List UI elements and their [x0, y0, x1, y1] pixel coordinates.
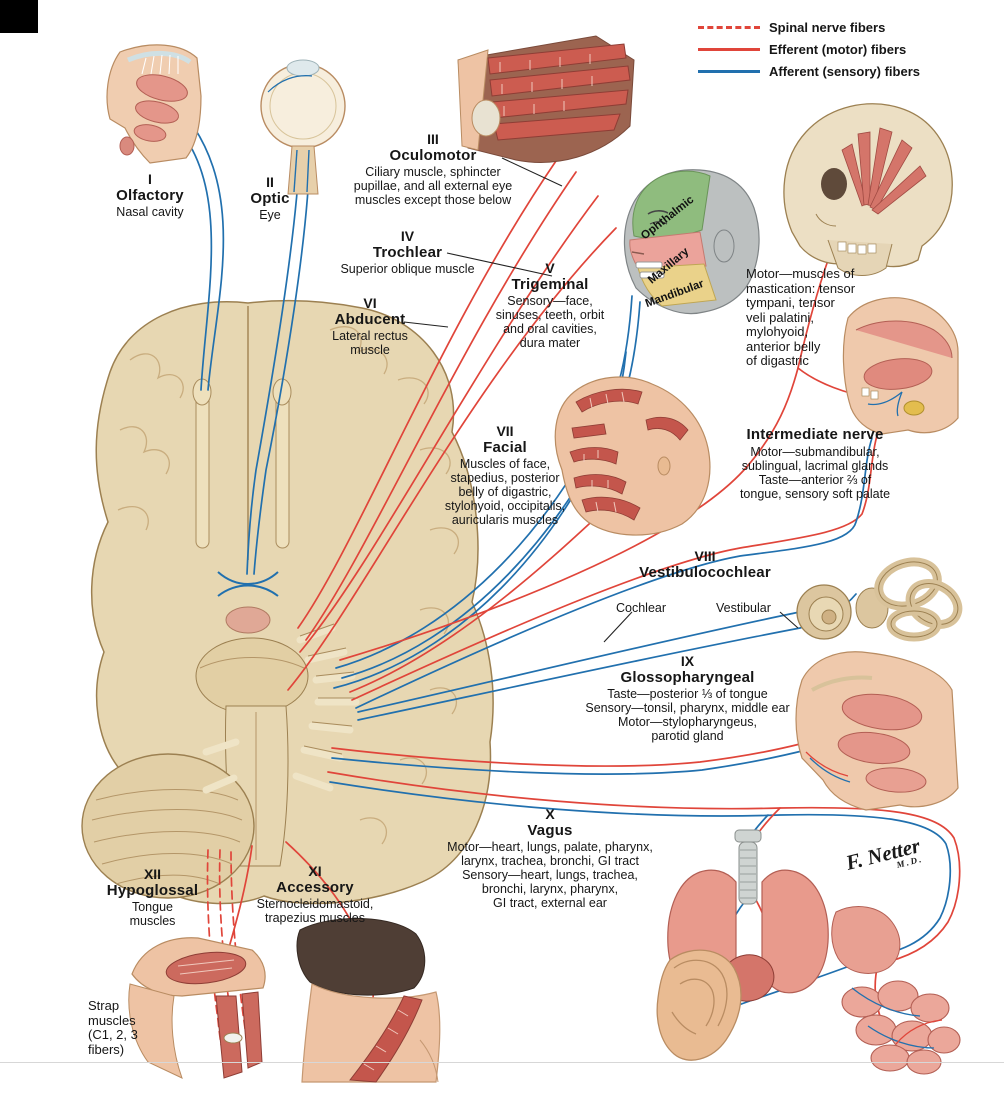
label-leader-lines [403, 157, 563, 328]
mouth-palate-illustration [842, 297, 959, 435]
skull-mastication-illustration [783, 103, 953, 276]
label-optic: II Optic Eye [250, 174, 290, 223]
legend-label: Afferent (sensory) fibers [769, 63, 920, 79]
glossopharyngeal-fibers [331, 743, 807, 775]
dashed-red-line-sample [698, 25, 760, 29]
legend-row-efferent: Efferent (motor) fibers [698, 38, 998, 60]
olfactory-fibers [175, 115, 225, 391]
facial-muscles-illustration [554, 376, 711, 536]
fiber-legend: Spinal nerve fibers Efferent (motor) fib… [698, 16, 998, 82]
nasal-cavity-illustration [106, 44, 202, 164]
trigeminal-zones-head-illustration [623, 169, 760, 315]
label-vagus: X Vagus Motor—heart, lungs, palate, phar… [447, 806, 653, 911]
solid-blue-line-sample [698, 69, 760, 73]
legend-label: Spinal nerve fibers [769, 19, 886, 35]
label-olfactory: I Olfactory Nasal cavity [116, 171, 184, 220]
label-glossopharyngeal: IX Glossopharyngeal Taste—posterior ⅓ of… [585, 653, 790, 744]
scan-corner-artifact [0, 0, 38, 33]
label-strap-muscles: Strap muscles (C1, 2, 3 fibers) [88, 998, 138, 1057]
label-oculomotor: III Oculomotor Ciliary muscle, sphincter… [353, 131, 513, 208]
oculomotor-trochlear-abducent-fibers [287, 157, 617, 691]
label-vestibulocochlear: VIII Vestibulocochlear [639, 548, 771, 581]
neck-scm-illustration [296, 918, 441, 1083]
legend-label: Efferent (motor) fibers [769, 41, 907, 57]
label-abducent: VI Abducent Lateral rectus muscle [332, 295, 408, 358]
legend-row-spinal: Spinal nerve fibers [698, 16, 998, 38]
inner-ear-illustration [796, 557, 963, 642]
label-trochlear: IV Trochlear Superior oblique muscle [340, 228, 475, 277]
page-bottom-rule [0, 1062, 1004, 1063]
orbit-muscles-illustration [457, 35, 635, 163]
label-facial: VII Facial Muscles of face, stapedius, p… [444, 423, 566, 528]
eye-illustration [260, 59, 346, 195]
label-accessory: XI Accessory Sternocleidomastoid, trapez… [256, 863, 374, 926]
label-cochlear-branch: Cochlear [616, 601, 667, 615]
legend-row-afferent: Afferent (sensory) fibers [698, 60, 998, 82]
label-mastication: Motor—muscles of mastication: tensor tym… [746, 266, 856, 369]
label-hypoglossal: XII Hypoglossal Tongue muscles [106, 866, 199, 929]
solid-red-line-sample [698, 47, 760, 51]
label-vestibular-branch: Vestibular [716, 601, 771, 615]
optic-fibers [246, 149, 311, 575]
nasopharynx-illustration [795, 651, 959, 811]
tongue-strap-illustration [128, 937, 266, 1079]
external-ear-illustration [656, 949, 742, 1061]
label-intermediate-nerve: Intermediate nerve Motor—submandibular, … [739, 426, 891, 501]
label-trigeminal: V Trigeminal Sensory—face, sinuses, teet… [495, 260, 605, 351]
